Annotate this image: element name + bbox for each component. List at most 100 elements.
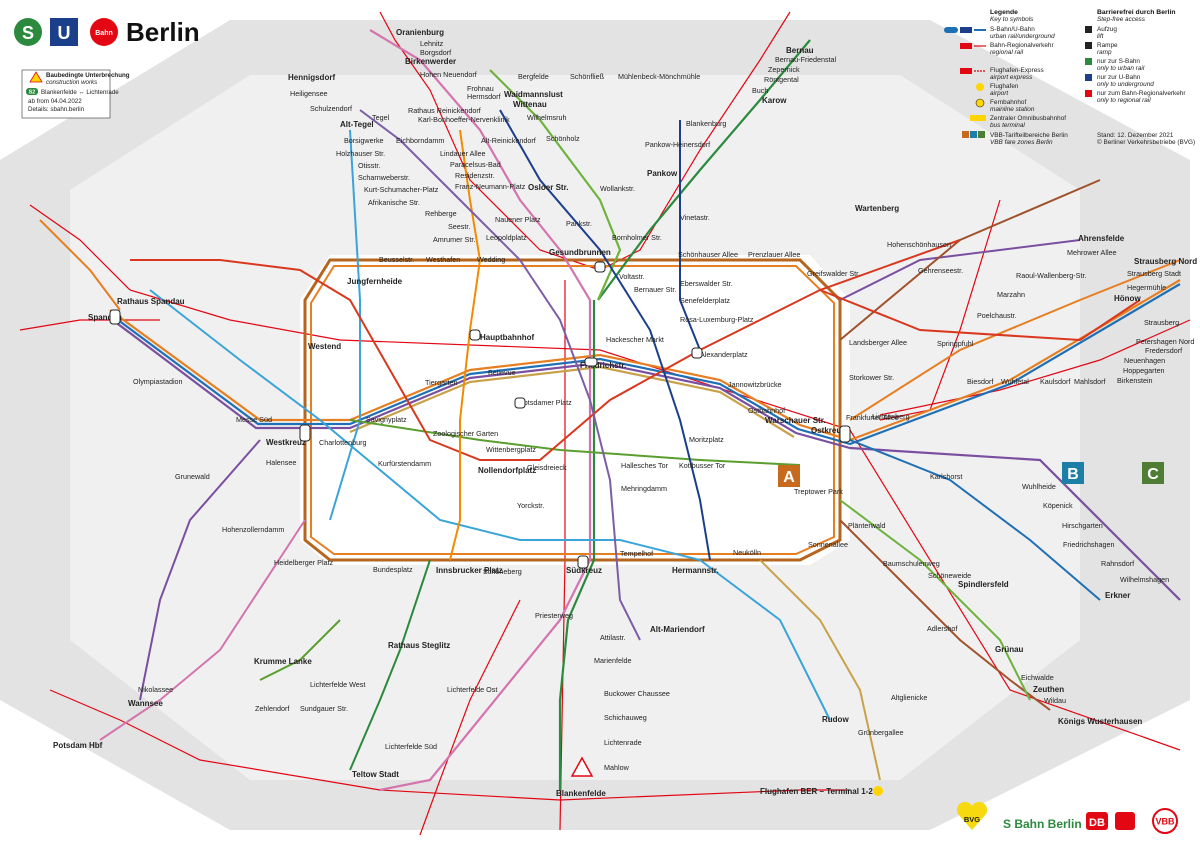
station[interactable]: Blankenburg bbox=[686, 119, 726, 128]
station[interactable]: Bernau-Friedenstal bbox=[775, 55, 837, 64]
station[interactable]: Schönholz bbox=[546, 134, 580, 143]
station[interactable]: Rosa-Luxemburg-Platz bbox=[680, 315, 754, 324]
station[interactable]: Zoologischer Garten bbox=[433, 429, 498, 438]
station[interactable]: Zeuthen bbox=[1033, 685, 1064, 694]
station[interactable]: Alexanderplatz bbox=[700, 350, 748, 359]
station[interactable]: Plänterwald bbox=[848, 521, 886, 530]
station[interactable]: Beusselstr. bbox=[379, 255, 414, 264]
station[interactable]: Ostkreuz bbox=[811, 426, 845, 435]
station[interactable]: Hermannstr. bbox=[672, 566, 719, 575]
station[interactable]: Nollendorfplatz bbox=[478, 466, 536, 475]
station[interactable]: Altglienicke bbox=[891, 693, 927, 702]
station[interactable]: Wildau bbox=[1044, 696, 1066, 705]
station[interactable]: Lichterfelde Ost bbox=[447, 685, 497, 694]
station[interactable]: Schönfließ bbox=[570, 72, 605, 81]
station[interactable]: Biesdorf bbox=[967, 377, 993, 386]
station[interactable]: Eichwalde bbox=[1021, 673, 1054, 682]
station[interactable]: Kurt-Schumacher-Platz bbox=[364, 185, 439, 194]
station[interactable]: Franz-Neumann-Platz bbox=[455, 182, 526, 191]
station[interactable]: Nikolassee bbox=[138, 685, 173, 694]
station[interactable]: Kaulsdorf bbox=[1040, 377, 1070, 386]
station[interactable]: Mühlenbeck-Mönchmühle bbox=[618, 72, 700, 81]
station[interactable]: Neukölln bbox=[733, 548, 761, 557]
station[interactable]: Hönow bbox=[1114, 294, 1141, 303]
station[interactable]: Charlottenburg bbox=[319, 438, 367, 447]
station[interactable]: Karlshorst bbox=[930, 472, 962, 481]
station-marker[interactable] bbox=[691, 347, 703, 359]
station[interactable]: Tempelhof bbox=[620, 549, 653, 558]
station[interactable]: Erkner bbox=[1105, 591, 1130, 600]
station[interactable]: Buch bbox=[752, 86, 768, 95]
station[interactable]: Teltow Stadt bbox=[352, 770, 399, 779]
station[interactable]: Baumschulenweg bbox=[883, 559, 940, 568]
station[interactable]: Blankenfelde bbox=[556, 789, 606, 798]
station[interactable]: Schulzendorf bbox=[310, 104, 352, 113]
station[interactable]: Warschauer Str. bbox=[765, 416, 826, 425]
station[interactable]: Südkreuz bbox=[566, 566, 602, 575]
station[interactable]: Röntgental bbox=[764, 75, 799, 84]
station[interactable]: Westend bbox=[308, 342, 341, 351]
station[interactable]: Königs Wusterhausen bbox=[1058, 717, 1142, 726]
station[interactable]: Grünau bbox=[995, 645, 1024, 654]
station[interactable]: Grünbergallee bbox=[858, 728, 904, 737]
station[interactable]: Grunewald bbox=[175, 472, 210, 481]
station[interactable]: Strausberg bbox=[1144, 318, 1179, 327]
station[interactable]: Petershagen Nord bbox=[1136, 337, 1194, 346]
station[interactable]: Ahrensfelde bbox=[1078, 234, 1125, 243]
station[interactable]: Fredersdorf bbox=[1145, 346, 1182, 355]
station[interactable]: Flughafen BER – Terminal 1-2 bbox=[760, 787, 873, 796]
station-marker[interactable] bbox=[839, 425, 851, 443]
station[interactable]: Yorckstr. bbox=[517, 501, 544, 510]
station[interactable]: Köpenick bbox=[1043, 501, 1073, 510]
station[interactable]: Savignyplatz bbox=[366, 415, 407, 424]
station[interactable]: Osloer Str. bbox=[528, 183, 568, 192]
station[interactable]: Lichtenberg bbox=[872, 412, 910, 421]
station-marker[interactable] bbox=[577, 555, 589, 569]
station[interactable]: Sundgauer Str. bbox=[300, 704, 348, 713]
station[interactable]: Mehringdamm bbox=[621, 484, 667, 493]
station[interactable]: Hauptbahnhof bbox=[480, 333, 535, 342]
station[interactable]: Moritzplatz bbox=[689, 435, 724, 444]
station[interactable]: Spindlersfeld bbox=[958, 580, 1009, 589]
station[interactable]: Seestr. bbox=[448, 222, 470, 231]
station[interactable]: Rahnsdorf bbox=[1101, 559, 1134, 568]
station[interactable]: Oranienburg bbox=[396, 28, 444, 37]
station[interactable]: Potsdam Hbf bbox=[53, 741, 103, 750]
station[interactable]: Heidelberger Platz bbox=[274, 558, 334, 567]
station[interactable]: Kurfürstendamm bbox=[378, 459, 431, 468]
station[interactable]: Schichauweg bbox=[604, 713, 647, 722]
station[interactable]: Rathaus Steglitz bbox=[388, 641, 450, 650]
station[interactable]: Holzhauser Str. bbox=[336, 149, 385, 158]
station[interactable]: Greifswalder Str. bbox=[807, 269, 860, 278]
station[interactable]: Schöneweide bbox=[928, 571, 971, 580]
station[interactable]: Otisstr. bbox=[358, 161, 380, 170]
station[interactable]: Marzahn bbox=[997, 290, 1025, 299]
station[interactable]: Sonnenallee bbox=[808, 540, 848, 549]
station[interactable]: Heiligensee bbox=[290, 89, 328, 98]
station[interactable]: Birkenstein bbox=[1117, 376, 1153, 385]
station[interactable]: Hohenschönhausen bbox=[887, 240, 951, 249]
station[interactable]: Eberswalder Str. bbox=[680, 279, 733, 288]
station[interactable]: Alt-Reinickendorf bbox=[481, 136, 536, 145]
station[interactable]: Hoppegarten bbox=[1123, 366, 1165, 375]
station[interactable]: Karl-Bonhoeffer-Nervenklinik bbox=[418, 115, 510, 124]
station[interactable]: Wittenau bbox=[513, 100, 547, 109]
station[interactable]: Wuhletal bbox=[1001, 377, 1029, 386]
station[interactable]: Hohenzollerndamm bbox=[222, 525, 284, 534]
station[interactable]: Wuhlheide bbox=[1022, 482, 1056, 491]
station[interactable]: Lichtenrade bbox=[604, 738, 642, 747]
station[interactable]: Zehlendorf bbox=[255, 704, 289, 713]
station[interactable]: Bergfelde bbox=[518, 72, 549, 81]
station[interactable]: Hirschgarten bbox=[1062, 521, 1103, 530]
station[interactable]: Senefelderplatz bbox=[680, 296, 730, 305]
station[interactable]: Wedding bbox=[477, 255, 505, 264]
station[interactable]: Hohen Neuendorf bbox=[420, 70, 477, 79]
station[interactable]: Wartenberg bbox=[855, 204, 899, 213]
station[interactable]: Frohnau bbox=[467, 84, 494, 93]
station[interactable]: Gesundbrunnen bbox=[549, 248, 611, 257]
station[interactable]: Bernau bbox=[786, 46, 814, 55]
station[interactable]: Hennigsdorf bbox=[288, 73, 335, 82]
station[interactable]: Jungfernheide bbox=[347, 277, 403, 286]
station[interactable]: Scharnweberstr. bbox=[358, 173, 410, 182]
station[interactable]: Krumme Lanke bbox=[254, 657, 312, 666]
